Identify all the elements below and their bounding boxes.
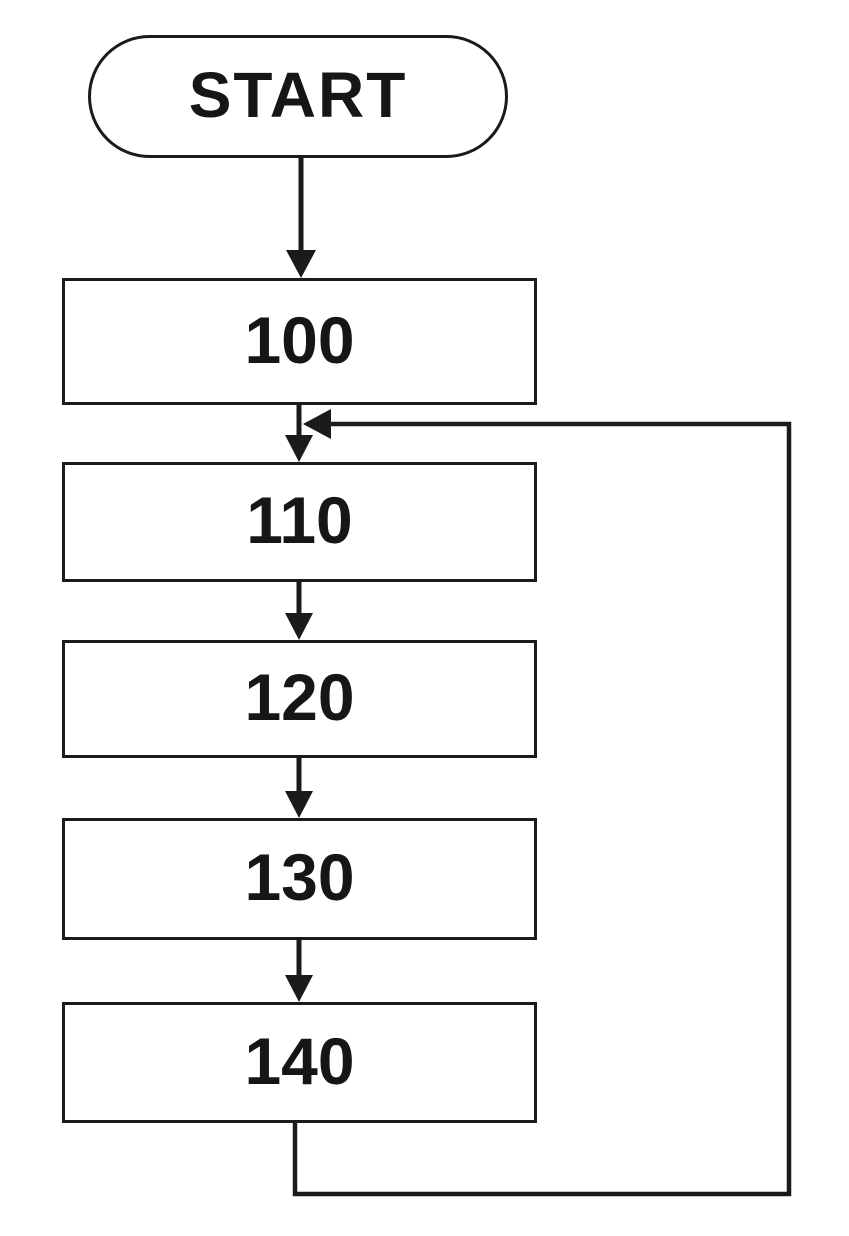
- edge-130-140: [285, 939, 313, 1002]
- edge-110-120: [285, 581, 313, 640]
- edge-start-100: [286, 156, 316, 278]
- node-110: 110: [62, 462, 537, 582]
- node-110-label: 110: [246, 483, 353, 557]
- node-100-label: 100: [244, 302, 355, 377]
- arrowhead-left-loop: [303, 409, 331, 439]
- arrowhead-down-120: [285, 613, 313, 640]
- node-100: 100: [62, 278, 537, 405]
- node-140: 140: [62, 1002, 537, 1123]
- node-140-label: 140: [244, 1023, 355, 1098]
- node-130-label: 130: [244, 840, 355, 914]
- edge-140-110-loop: [292, 409, 792, 1197]
- node-130: 130: [62, 818, 537, 940]
- edge-120-130: [285, 757, 313, 818]
- arrowhead-down-100: [286, 250, 316, 278]
- arrowhead-down-110: [285, 435, 313, 462]
- arrowhead-down-140: [285, 975, 313, 1002]
- arrowhead-down-130: [285, 791, 313, 818]
- node-120: 120: [62, 640, 537, 758]
- node-120-label: 120: [244, 660, 355, 734]
- node-start: START: [88, 35, 508, 158]
- node-start-label: START: [188, 58, 408, 131]
- edge-100-110: [285, 404, 313, 462]
